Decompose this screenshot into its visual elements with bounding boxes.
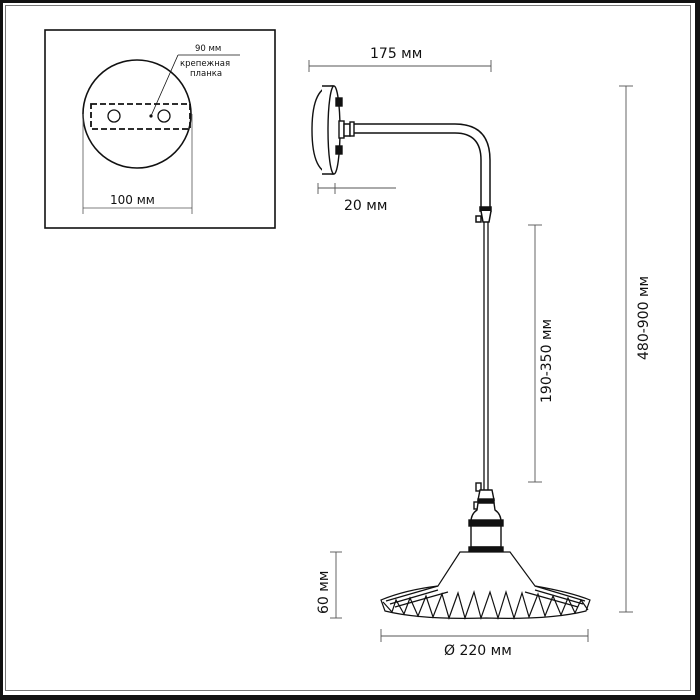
bracket-name-line1: крепежная: [180, 59, 230, 69]
screw-hole-left: [107, 109, 121, 123]
arm-length-label: 175 мм: [370, 46, 422, 62]
base-depth-dimension: 20 мм: [317, 183, 396, 214]
cord: [483, 222, 489, 490]
base-depth-label: 20 мм: [344, 198, 387, 214]
screw-hole-right: [157, 109, 171, 123]
total-height-dimension: 480-900 мм: [619, 85, 652, 613]
lamp-shade: [380, 551, 591, 621]
cord-length-dimension: 190-350 мм: [528, 224, 555, 483]
mounting-inset: 90 мм крепежная планка 100 мм: [44, 29, 276, 229]
lamp-socket: [468, 482, 504, 553]
mounting-bracket-outline: [90, 103, 191, 130]
total-height-label: 480-900 мм: [636, 276, 652, 360]
lamp-arm: [354, 123, 492, 223]
shade-diameter-dimension: Ø 220 мм: [380, 629, 589, 659]
wall-base: [311, 85, 355, 175]
bracket-name-line2: планка: [190, 69, 222, 79]
shade-height-dimension: 60 мм: [316, 551, 342, 619]
cord-length-label: 190-350 мм: [539, 319, 555, 403]
arm-length-dimension: 175 мм: [308, 46, 492, 72]
base-diameter-label: 100 мм: [110, 193, 155, 207]
shade-height-label: 60 мм: [316, 571, 332, 614]
bracket-width-label: 90 мм: [195, 44, 221, 54]
inner-frame: [5, 5, 691, 691]
shade-diameter-label: Ø 220 мм: [444, 643, 512, 659]
